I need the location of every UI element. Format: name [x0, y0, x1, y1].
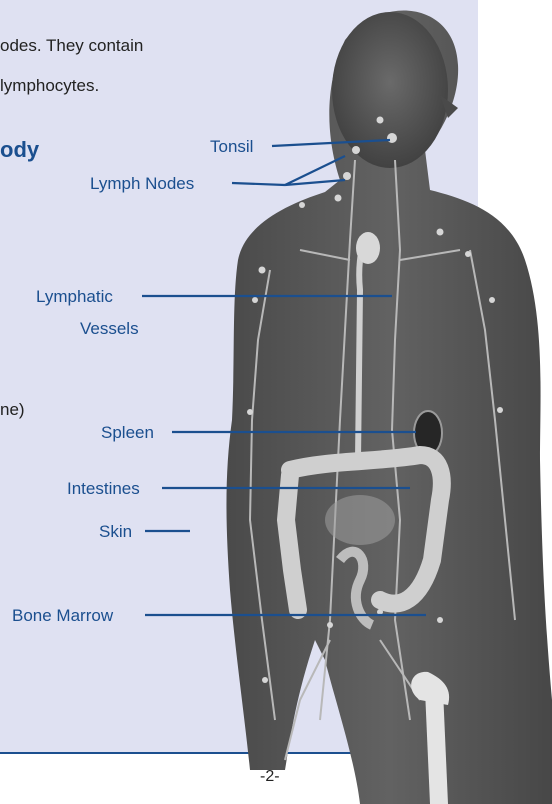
body-silhouette [226, 10, 552, 804]
label-bone-marrow: Bone Marrow [12, 606, 114, 625]
label-intestines: Intestines [67, 479, 140, 498]
label-tonsil: Tonsil [210, 137, 253, 156]
label-skin: Skin [99, 522, 132, 541]
label-lymphatic: Lymphatic [36, 287, 113, 306]
label-spleen: Spleen [101, 423, 154, 442]
label-lymph-nodes: Lymph Nodes [90, 174, 194, 193]
label-vessels: Vessels [80, 319, 139, 338]
lymph-nodes-leader-line [232, 183, 285, 185]
